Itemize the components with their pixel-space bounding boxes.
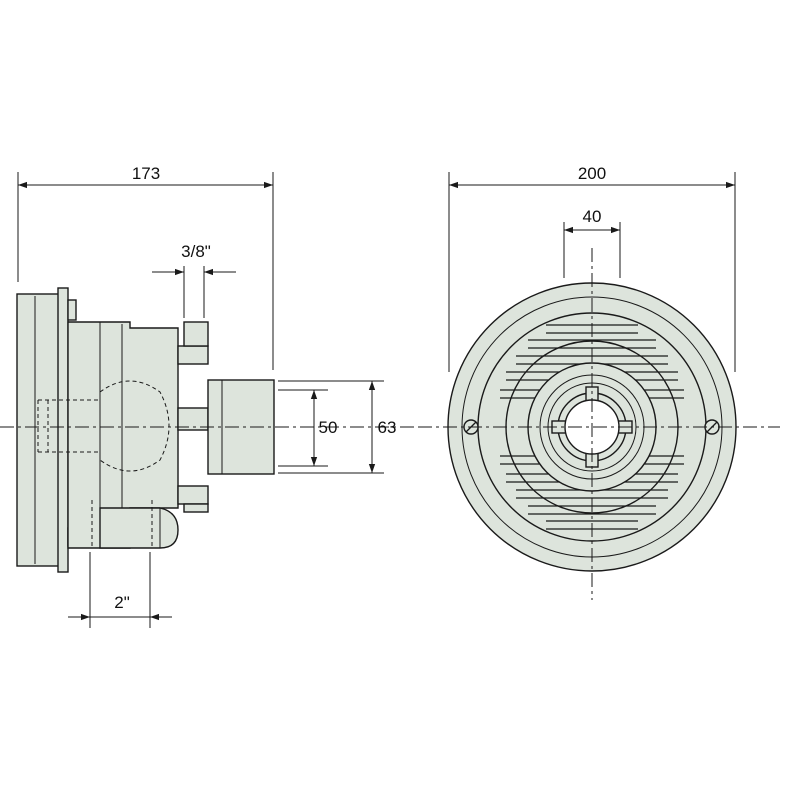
nut-bottom xyxy=(177,485,209,505)
side-view: 173 3/8" 50 63 2" xyxy=(0,164,420,628)
outlet-boss xyxy=(99,507,179,549)
dim-label-overall-length: 173 xyxy=(132,164,160,183)
dim-label-bore-large: 63 xyxy=(378,418,397,437)
spigot xyxy=(207,379,275,475)
flange-rim xyxy=(57,287,69,573)
dim-label-nut-thread: 3/8" xyxy=(181,242,211,261)
dim-label-overall-diameter: 200 xyxy=(578,164,606,183)
dim-label-bore-small: 50 xyxy=(319,418,338,437)
dim-label-centre-opening: 40 xyxy=(583,207,602,226)
drain-body xyxy=(67,321,179,549)
dim-label-pipe-connection: 2" xyxy=(114,593,130,612)
nut-top xyxy=(177,345,209,365)
front-view: 200 40 xyxy=(418,164,780,600)
